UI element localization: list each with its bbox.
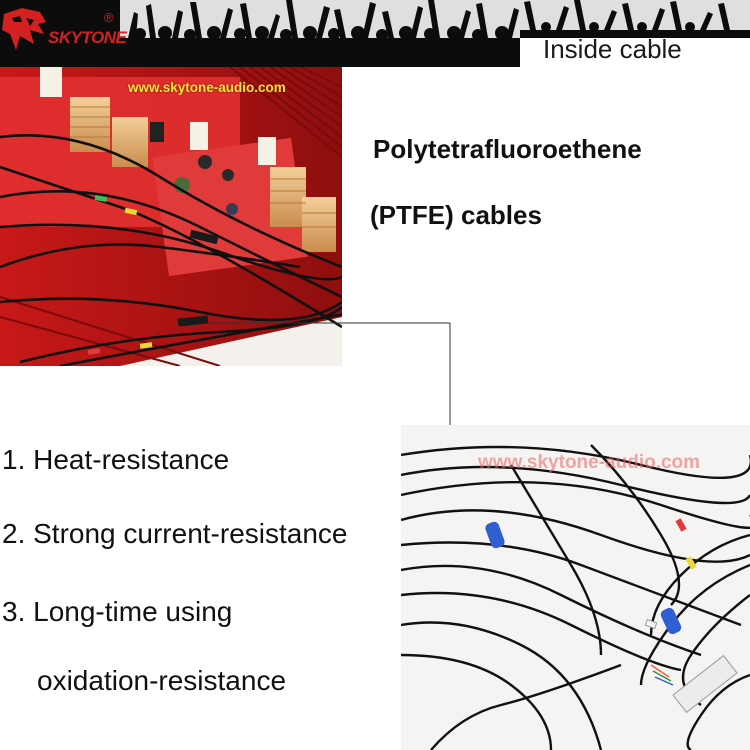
feature-current-resistance: 2. Strong current-resistance [2, 518, 348, 549]
amplifier-board-photo [0, 67, 342, 366]
website-watermark-bottom: www.skytone-audio.com [478, 452, 701, 473]
skytone-logo [2, 8, 46, 50]
headline-line-2: (PTFE) cables [370, 200, 542, 230]
header-title: Inside cable [543, 34, 682, 64]
header-title-tab [520, 38, 750, 67]
registered-mark: ® [104, 10, 114, 25]
headline-line-1: Polytetrafluoroethene [373, 134, 642, 164]
cable-harness-photo [401, 425, 750, 750]
header-banner: SKYTONE ® Inside cable [0, 0, 750, 67]
feature-oxidation-resistance: oxidation-resistance [37, 665, 287, 696]
crowd-silhouette-graphic [0, 0, 750, 67]
website-watermark-top: www.skytone-audio.com [128, 80, 286, 95]
feature-long-time-using: 3. Long-time using [2, 596, 233, 627]
logo-text: SKYTONE [48, 28, 127, 47]
feature-heat-resistance: 1. Heat-resistance [2, 444, 230, 475]
